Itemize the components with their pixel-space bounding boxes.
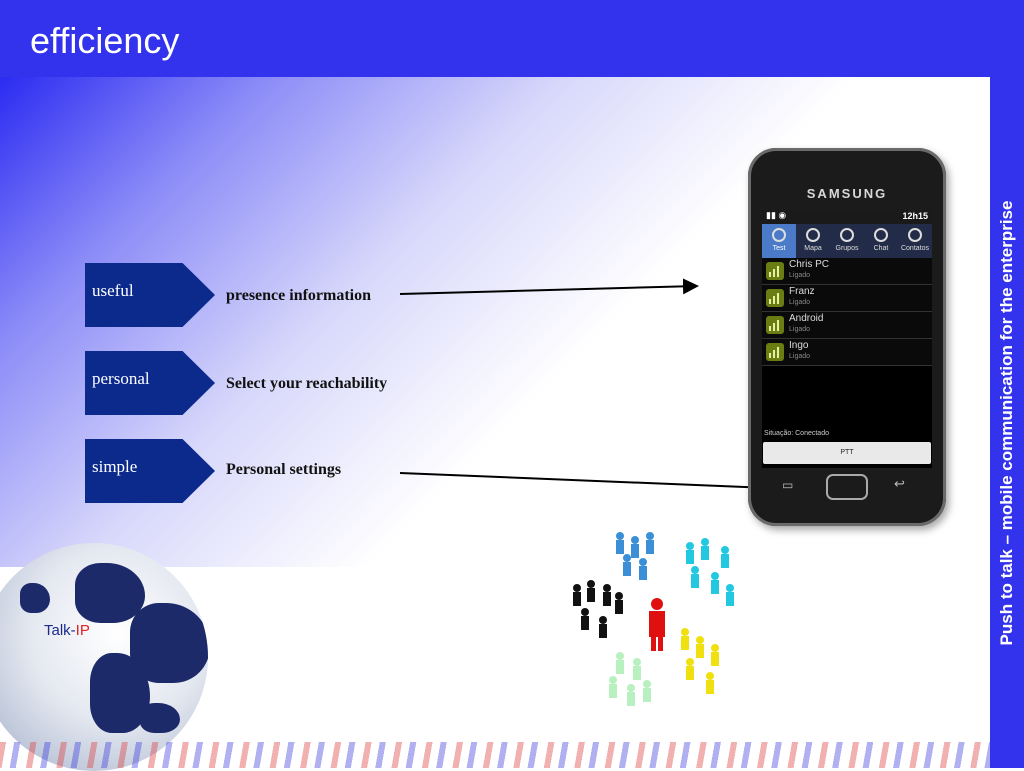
group-black (573, 580, 623, 638)
logo-talk: Talk- (44, 622, 76, 639)
map-icon (806, 228, 820, 242)
contact-status: Ligado (789, 353, 811, 360)
continent-shape (140, 703, 180, 733)
contact-status: Ligado (789, 299, 811, 306)
decorative-wave-band (0, 742, 990, 768)
tab-contatos[interactable]: Contatos (898, 224, 932, 258)
contact-name: Ingo (789, 340, 809, 351)
home-button[interactable] (826, 474, 868, 500)
connection-status: Situação: Conectado (764, 430, 829, 437)
chevron-label: simple (92, 457, 138, 476)
phone-brand: SAMSUNG (806, 186, 888, 201)
contact-name: Chris PC (789, 259, 830, 270)
page-title: efficiency (30, 20, 180, 61)
feature-label-settings: Personal settings (226, 461, 342, 478)
contact-row[interactable]: Chris PC Ligado (762, 258, 932, 285)
contacts-icon (908, 228, 922, 242)
groups-icon (840, 228, 854, 242)
person-red (649, 598, 665, 651)
status-time: 12h15 (902, 211, 928, 221)
arrow-presence (399, 278, 699, 295)
app-tabs: Test Mapa Grupos Chat Contatos (762, 224, 932, 258)
eye-icon (772, 228, 786, 242)
tab-test[interactable]: Test (762, 224, 796, 258)
feature-label-presence: presence information (226, 287, 372, 304)
header-bar: efficiency (0, 0, 1024, 77)
continent-shape (20, 583, 50, 613)
contact-row[interactable]: Ingo Ligado (762, 339, 932, 366)
group-cyan (686, 538, 734, 606)
arrow-settings (399, 472, 772, 496)
globe-image (0, 543, 208, 771)
contact-name: Franz (789, 286, 815, 297)
group-lightgreen (609, 652, 651, 706)
continent-shape (75, 563, 145, 623)
contact-row[interactable]: Franz Ligado (762, 285, 932, 312)
menu-key-icon[interactable]: ▭ (782, 478, 794, 492)
tab-mapa[interactable]: Mapa (796, 224, 830, 258)
signal-bars-icon (766, 289, 784, 307)
feature-label-reachability: Select your reachability (226, 375, 388, 392)
signal-bars-icon (766, 316, 784, 334)
logo-ip: IP (75, 622, 90, 639)
phone-device: SAMSUNG ▮▮ ◉ 12h15 Test Mapa Grupos Chat… (748, 148, 946, 526)
group-blue (616, 532, 654, 580)
sidebar-banner: Push to talk – mobile communication for … (990, 77, 1024, 768)
signal-bars-icon (766, 343, 784, 361)
talkip-logo: Talk-IP (44, 622, 90, 639)
signal-icon: ▮▮ ◉ (766, 210, 787, 220)
chat-icon (874, 228, 888, 242)
group-yellow (681, 628, 719, 694)
people-groups-illustration (573, 532, 734, 706)
status-bar: ▮▮ ◉ 12h15 (762, 210, 932, 224)
contact-status: Ligado (789, 326, 811, 333)
signal-bars-icon (766, 262, 784, 280)
contact-status: Ligado (789, 272, 811, 279)
back-key-icon[interactable]: ↩ (894, 476, 905, 491)
contact-row[interactable]: Android Ligado (762, 312, 932, 339)
contact-name: Android (789, 313, 824, 324)
chevron-label: personal (92, 369, 150, 388)
ptt-button[interactable]: PTT (763, 442, 931, 464)
phone-screen: ▮▮ ◉ 12h15 Test Mapa Grupos Chat Contato… (762, 210, 932, 468)
tab-grupos[interactable]: Grupos (830, 224, 864, 258)
tab-chat[interactable]: Chat (864, 224, 898, 258)
chevron-label: useful (92, 281, 134, 300)
